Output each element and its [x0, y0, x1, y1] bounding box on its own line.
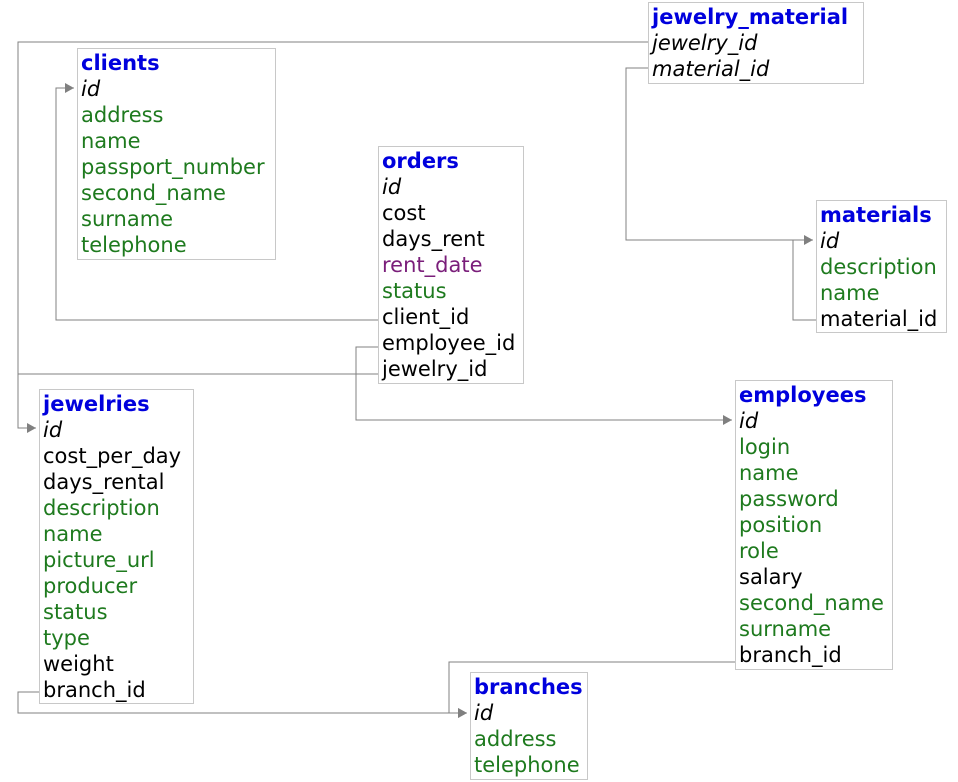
arrowhead-icon	[458, 708, 467, 718]
field-id: id	[820, 229, 840, 253]
field-material-id: material_id	[652, 57, 770, 81]
field-status: status	[43, 600, 108, 624]
field-surname: surname	[81, 207, 174, 231]
field-second-name: second_name	[81, 181, 226, 205]
arrowhead-icon	[65, 83, 74, 93]
field-type: type	[43, 626, 90, 650]
table-title: clients	[81, 51, 160, 75]
field-employee-id: employee_id	[382, 331, 516, 355]
field-name: name	[43, 522, 103, 546]
field-producer: producer	[43, 574, 138, 598]
table-title: jewelries	[43, 392, 150, 416]
arrowhead-icon	[723, 415, 732, 425]
connector-jewelries-to-branches	[17, 691, 467, 714]
field-cost-per-day: cost_per_day	[43, 444, 182, 468]
field-password: password	[739, 487, 839, 511]
field-jewelry-id: jewelry_id	[652, 31, 758, 55]
field-name: name	[81, 129, 141, 153]
field-telephone: telephone	[81, 233, 187, 257]
field-surname: surname	[739, 617, 832, 641]
field-material-id: material_id	[820, 307, 938, 331]
field-name: name	[739, 461, 799, 485]
field-id: id	[382, 175, 402, 199]
field-second-name: second_name	[739, 591, 884, 615]
arrowhead-icon	[804, 235, 813, 245]
connector-jewelry-material-to-materials	[625, 67, 813, 241]
field-passport-number: passport_number	[81, 155, 265, 179]
field-weight: weight	[43, 652, 114, 676]
field-branch-id: branch_id	[739, 643, 842, 667]
connector-materials-self	[792, 240, 816, 321]
table-title: orders	[382, 149, 459, 173]
field-branch-id: branch_id	[43, 678, 146, 702]
field-salary: salary	[739, 565, 803, 589]
field-description: description	[43, 496, 160, 520]
table-title: branches	[474, 675, 583, 699]
field-picture-url: picture_url	[43, 548, 155, 572]
field-role: role	[739, 539, 779, 563]
field-id: id	[474, 701, 494, 725]
connector-orders-to-employees	[355, 346, 732, 421]
arrowhead-icon	[27, 423, 36, 433]
table-title: jewelry_material	[652, 5, 849, 29]
field-name: name	[820, 281, 880, 305]
field-login: login	[739, 435, 791, 459]
field-telephone: telephone	[474, 753, 580, 777]
table-title: materials	[820, 203, 932, 227]
field-id: id	[739, 409, 759, 433]
table-title: employees	[739, 383, 867, 407]
field-status: status	[382, 279, 447, 303]
field-address: address	[474, 727, 557, 751]
field-jewelry-id: jewelry_id	[382, 357, 488, 381]
field-address: address	[81, 103, 164, 127]
field-days-rent: days_rent	[382, 227, 485, 251]
field-description: description	[820, 255, 937, 279]
field-client-id: client_id	[382, 305, 470, 329]
field-id: id	[81, 77, 101, 101]
field-cost: cost	[382, 201, 426, 225]
field-rent-date: rent_date	[382, 253, 483, 277]
field-days-rental: days_rental	[43, 470, 165, 494]
field-position: position	[739, 513, 823, 537]
field-id: id	[43, 418, 63, 442]
